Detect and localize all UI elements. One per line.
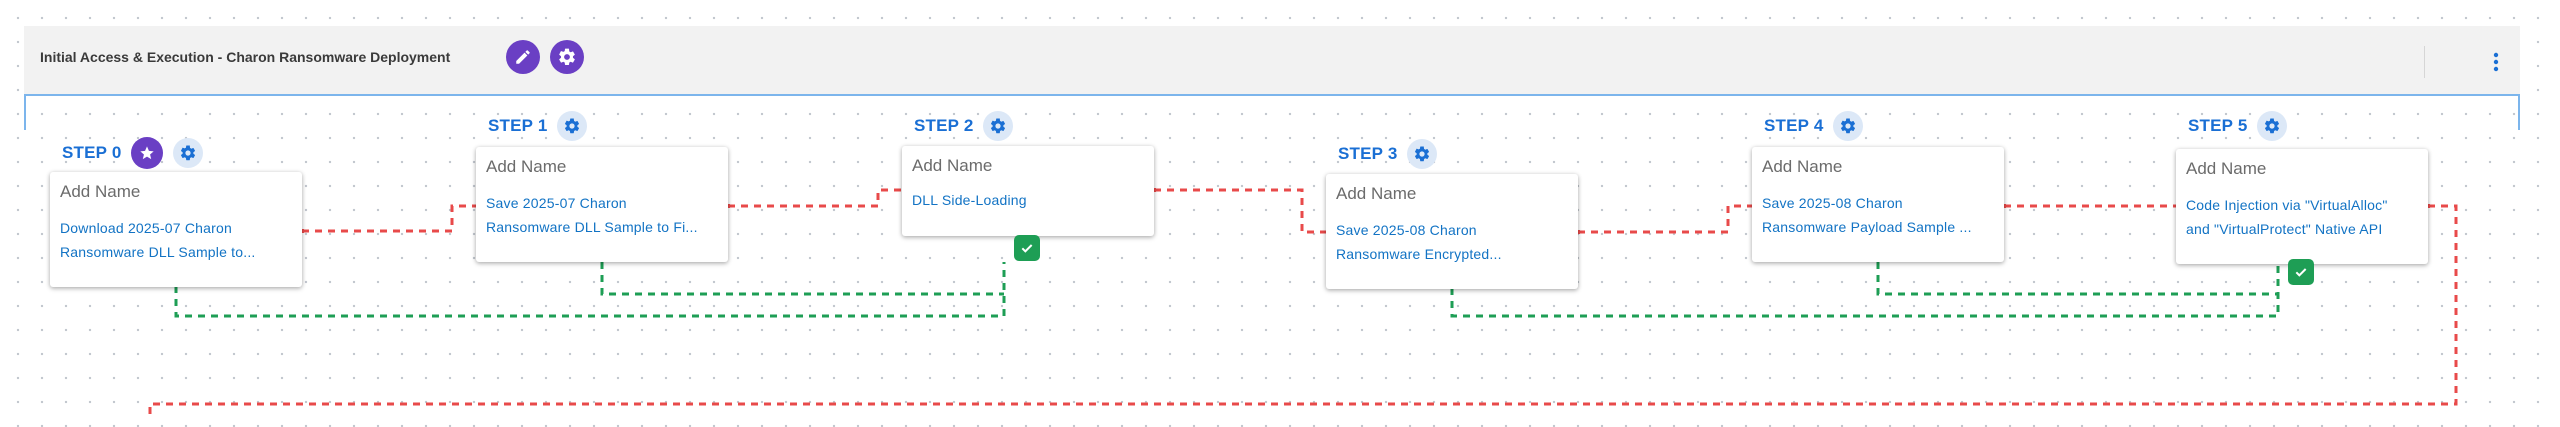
step-5-header: STEP 5 — [2188, 110, 2288, 142]
gear-cog-icon — [559, 48, 575, 66]
step-description: Save 2025-08 Charon Ransomware Encrypted… — [1336, 222, 1502, 262]
step-settings-button[interactable] — [2257, 111, 2288, 141]
workflow-menu-button[interactable] — [2484, 48, 2508, 76]
step-label: STEP 2 — [914, 116, 974, 135]
start-step-button[interactable] — [131, 137, 164, 169]
pencil-icon — [516, 50, 530, 64]
step-5-card[interactable]: Add Name Code Injection via "VirtualAllo… — [2176, 149, 2428, 264]
step-0-card[interactable]: Add Name Download 2025-07 Charon Ransomw… — [50, 172, 302, 287]
step-name[interactable]: Add Name — [60, 182, 141, 201]
step-1-card[interactable]: Add Name Save 2025-07 Charon Ransomware … — [476, 147, 728, 262]
gear-icon — [1841, 118, 1856, 134]
check-icon — [2295, 268, 2307, 277]
gear-icon — [565, 118, 580, 134]
step-4-card[interactable]: Add Name Save 2025-08 Charon Ransomware … — [1752, 147, 2004, 262]
step-2-completed-badge — [1014, 235, 1040, 261]
gear-icon — [1415, 146, 1430, 162]
step-2-header: STEP 2 — [914, 110, 1014, 142]
step-name[interactable]: Add Name — [1762, 157, 1843, 176]
step-description: Code Injection via "VirtualAlloc" and "V… — [2186, 197, 2388, 237]
failure-connector-1-2 — [728, 188, 902, 208]
step-1-header: STEP 1 — [488, 110, 588, 142]
step-description: Save 2025-08 Charon Ransomware Payload S… — [1762, 195, 1972, 235]
star-icon — [140, 146, 155, 160]
step-name[interactable]: Add Name — [2186, 159, 2267, 178]
step-4-header: STEP 4 — [1764, 110, 1864, 142]
step-0-header: STEP 0 — [62, 137, 204, 169]
step-settings-button[interactable] — [1833, 111, 1864, 141]
step-label: STEP 1 — [488, 116, 548, 135]
success-connector-4-5 — [1876, 262, 2278, 296]
step-label: STEP 5 — [2188, 116, 2248, 135]
step-2-card[interactable]: Add Name DLL Side-Loading — [902, 146, 1154, 236]
step-settings-button[interactable] — [557, 111, 588, 141]
success-connector-1-2 — [600, 262, 1004, 296]
gear-icon — [991, 118, 1006, 134]
success-connector-3-5 — [1450, 264, 2280, 318]
step-description: Download 2025-07 Charon Ransomware DLL S… — [60, 220, 256, 260]
step-settings-button[interactable] — [1407, 139, 1438, 169]
success-connector-0-2 — [174, 262, 1006, 318]
failure-connector-2-3 — [1154, 188, 1326, 234]
kebab-menu-icon — [2493, 52, 2499, 72]
step-label: STEP 4 — [1764, 116, 1824, 135]
step-label: STEP 0 — [62, 143, 122, 162]
step-settings-button[interactable] — [983, 111, 1014, 141]
failure-connector-5-end — [148, 204, 2458, 420]
step-name[interactable]: Add Name — [912, 156, 993, 175]
check-icon — [1021, 244, 1033, 253]
workflow-settings-button[interactable] — [550, 40, 584, 74]
failure-connector-0-1 — [302, 204, 476, 233]
gear-icon — [181, 145, 196, 161]
header-divider — [2424, 46, 2425, 78]
failure-connector-3-4 — [1578, 204, 1752, 234]
gear-icon — [2265, 118, 2280, 134]
workflow-title: Initial Access & Execution - Charon Rans… — [40, 49, 451, 65]
workflow-frame — [24, 96, 2520, 130]
step-settings-button[interactable] — [173, 138, 204, 168]
step-name[interactable]: Add Name — [486, 157, 567, 176]
step-description: DLL Side-Loading — [912, 192, 1027, 208]
step-5-completed-badge — [2288, 259, 2314, 285]
step-3-header: STEP 3 — [1338, 138, 1438, 170]
step-name[interactable]: Add Name — [1336, 184, 1417, 203]
step-3-card[interactable]: Add Name Save 2025-08 Charon Ransomware … — [1326, 174, 1578, 289]
workflow-header: Initial Access & Execution - Charon Rans… — [24, 26, 2520, 96]
step-description: Save 2025-07 Charon Ransomware DLL Sampl… — [486, 195, 698, 235]
step-label: STEP 3 — [1338, 144, 1398, 163]
edit-workflow-button[interactable] — [506, 40, 540, 74]
